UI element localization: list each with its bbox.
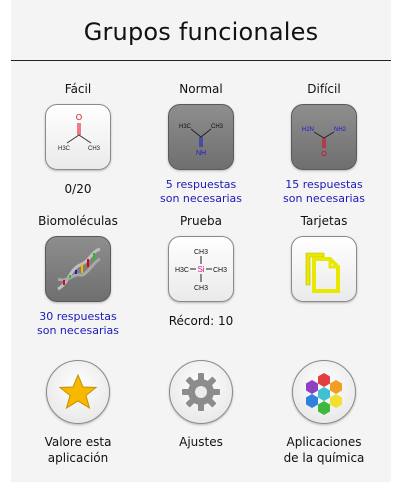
methyl-right-label: CH3: [213, 267, 227, 274]
level-hard-button[interactable]: H2N NH2 O: [291, 104, 357, 170]
methyl-top-label: CH3: [194, 249, 208, 256]
mode-biomolecules[interactable]: Biomoléculas 30 respuestas son necesaria…: [23, 212, 133, 338]
methyl-right-label: CH3: [211, 124, 224, 130]
rate-app-label: Valore esta aplicación: [44, 435, 112, 465]
app-screen: Grupos funcionales Fácil O H3C CH3 0/20 …: [11, 0, 391, 482]
methyl-left-label: H3C: [175, 267, 189, 274]
urea-molecule-icon: H2N NH2 O: [302, 127, 347, 158]
chemistry-apps-button[interactable]: [292, 360, 356, 424]
imine-nh-label: NH: [196, 150, 206, 157]
hexagons-icon: [306, 373, 342, 415]
level-hard[interactable]: Difícil H2N NH2 O 15 respuestas son nece…: [269, 80, 379, 206]
mode-test-label: Prueba: [180, 214, 222, 228]
mode-cards-button[interactable]: [291, 236, 357, 302]
level-hard-requirement: 15 respuestas son necesarias: [282, 178, 365, 205]
mode-cards-label: Tarjetas: [300, 214, 348, 228]
flashcards-icon: [305, 252, 340, 293]
dna-helix-icon: [57, 247, 101, 291]
mode-test[interactable]: Prueba CH3 H3C Si CH3 CH3 Récord: 10: [146, 212, 256, 328]
imine-molecule-icon: H3C CH3 NH: [179, 124, 224, 157]
level-normal-requirement: 5 respuestas son necesarias: [159, 178, 242, 205]
amine-right-label: NH2: [334, 127, 347, 133]
gear-icon: [182, 373, 220, 411]
oxygen-label: O: [321, 151, 327, 158]
methyl-right-label: CH3: [88, 146, 101, 152]
level-easy-button[interactable]: O H3C CH3: [45, 104, 111, 170]
rate-app-button[interactable]: [46, 360, 110, 424]
level-easy-progress: 0/20: [64, 182, 92, 196]
mode-cards[interactable]: Tarjetas: [269, 212, 379, 302]
page-title: Grupos funcionales: [83, 18, 319, 46]
level-easy-label: Fácil: [64, 82, 92, 96]
rate-app[interactable]: Valore esta aplicación: [23, 360, 133, 466]
settings-label: Ajustes: [179, 435, 223, 449]
level-normal-button[interactable]: H3C CH3 NH: [168, 104, 234, 170]
methyl-left-label: H3C: [58, 146, 71, 152]
acetone-molecule-icon: O H3C CH3: [58, 113, 101, 152]
mode-biomolecules-button[interactable]: [45, 236, 111, 302]
methyl-bottom-label: CH3: [194, 285, 208, 292]
settings-button[interactable]: [169, 360, 233, 424]
level-easy[interactable]: Fácil O H3C CH3 0/20: [23, 80, 133, 196]
chemistry-apps-label: Aplicaciones de la química: [283, 435, 365, 465]
amine-left-label: H2N: [302, 127, 314, 133]
mode-biomolecules-requirement: 30 respuestas son necesarias: [36, 310, 119, 337]
mode-test-record: Récord: 10: [168, 314, 234, 328]
mode-biomolecules-label: Biomoléculas: [38, 214, 118, 228]
title-divider: [11, 60, 391, 61]
settings[interactable]: Ajustes: [146, 360, 256, 450]
tetramethylsilane-molecule-icon: CH3 H3C Si CH3 CH3: [175, 249, 227, 292]
level-normal-label: Normal: [179, 82, 223, 96]
silicon-label: Si: [197, 265, 204, 274]
star-icon: [58, 373, 98, 410]
level-normal[interactable]: Normal H3C CH3 NH 5 respuestas son neces…: [146, 80, 256, 206]
mode-test-button[interactable]: CH3 H3C Si CH3 CH3: [168, 236, 234, 302]
oxygen-label: O: [76, 113, 82, 122]
chemistry-apps[interactable]: Aplicaciones de la química: [269, 360, 379, 466]
level-hard-label: Difícil: [307, 82, 341, 96]
methyl-left-label: H3C: [179, 124, 192, 130]
